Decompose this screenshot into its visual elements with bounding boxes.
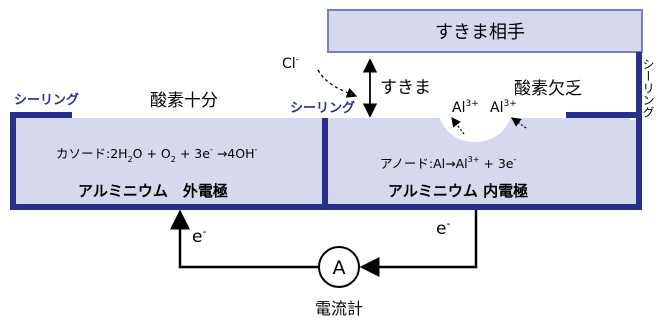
oxygen-deficient-label: 酸素欠乏 xyxy=(514,79,582,99)
cathode-reaction: カソード:2H2O + O2 + 3e- →4OH- xyxy=(56,145,257,164)
sealing-right-vertical xyxy=(636,52,642,210)
al-ion-right-arrow xyxy=(511,117,527,129)
ammeter-label: 電流計 xyxy=(315,299,363,318)
oxygen-sufficient-label: 酸素十分 xyxy=(150,91,218,111)
al-ion-right: Al3+ xyxy=(490,99,517,116)
crevice-label: すきま xyxy=(380,78,431,98)
outer-electrode-label: アルミニウム 外電極 xyxy=(78,182,228,200)
electron-left-label: e- xyxy=(192,225,206,247)
ammeter-symbol: A xyxy=(333,257,346,279)
center-divider xyxy=(322,118,328,210)
sealing-left-label: シーリング xyxy=(14,92,79,108)
sealing-mid-label: シーリング xyxy=(290,100,355,116)
sealing-right-label: シーリング xyxy=(641,58,655,118)
ammeter-circle xyxy=(318,246,360,288)
inner-electrode-body xyxy=(328,113,636,206)
circuit-wire-right xyxy=(359,210,478,277)
electron-right-label: e- xyxy=(436,217,450,239)
crevice-partner-block xyxy=(327,9,643,53)
sealing-left xyxy=(10,112,72,118)
inner-electrode-label: アルミニウム 内電極 xyxy=(388,182,528,200)
chloride-label: Cl- xyxy=(282,55,299,72)
chloride-diffusion-arrow xyxy=(317,69,358,98)
al-ion-left-arrow xyxy=(451,117,465,135)
outer-left-wall xyxy=(10,112,16,210)
al-ion-left: Al3+ xyxy=(452,99,479,116)
anode-reaction: アノード:Al→Al3+ + 3e- xyxy=(380,155,516,171)
crevice-partner-label: すきま相手 xyxy=(435,22,525,43)
circuit-wire-left xyxy=(170,209,318,269)
outer-electrode-body xyxy=(10,113,322,206)
sealing-right-top xyxy=(566,112,638,118)
